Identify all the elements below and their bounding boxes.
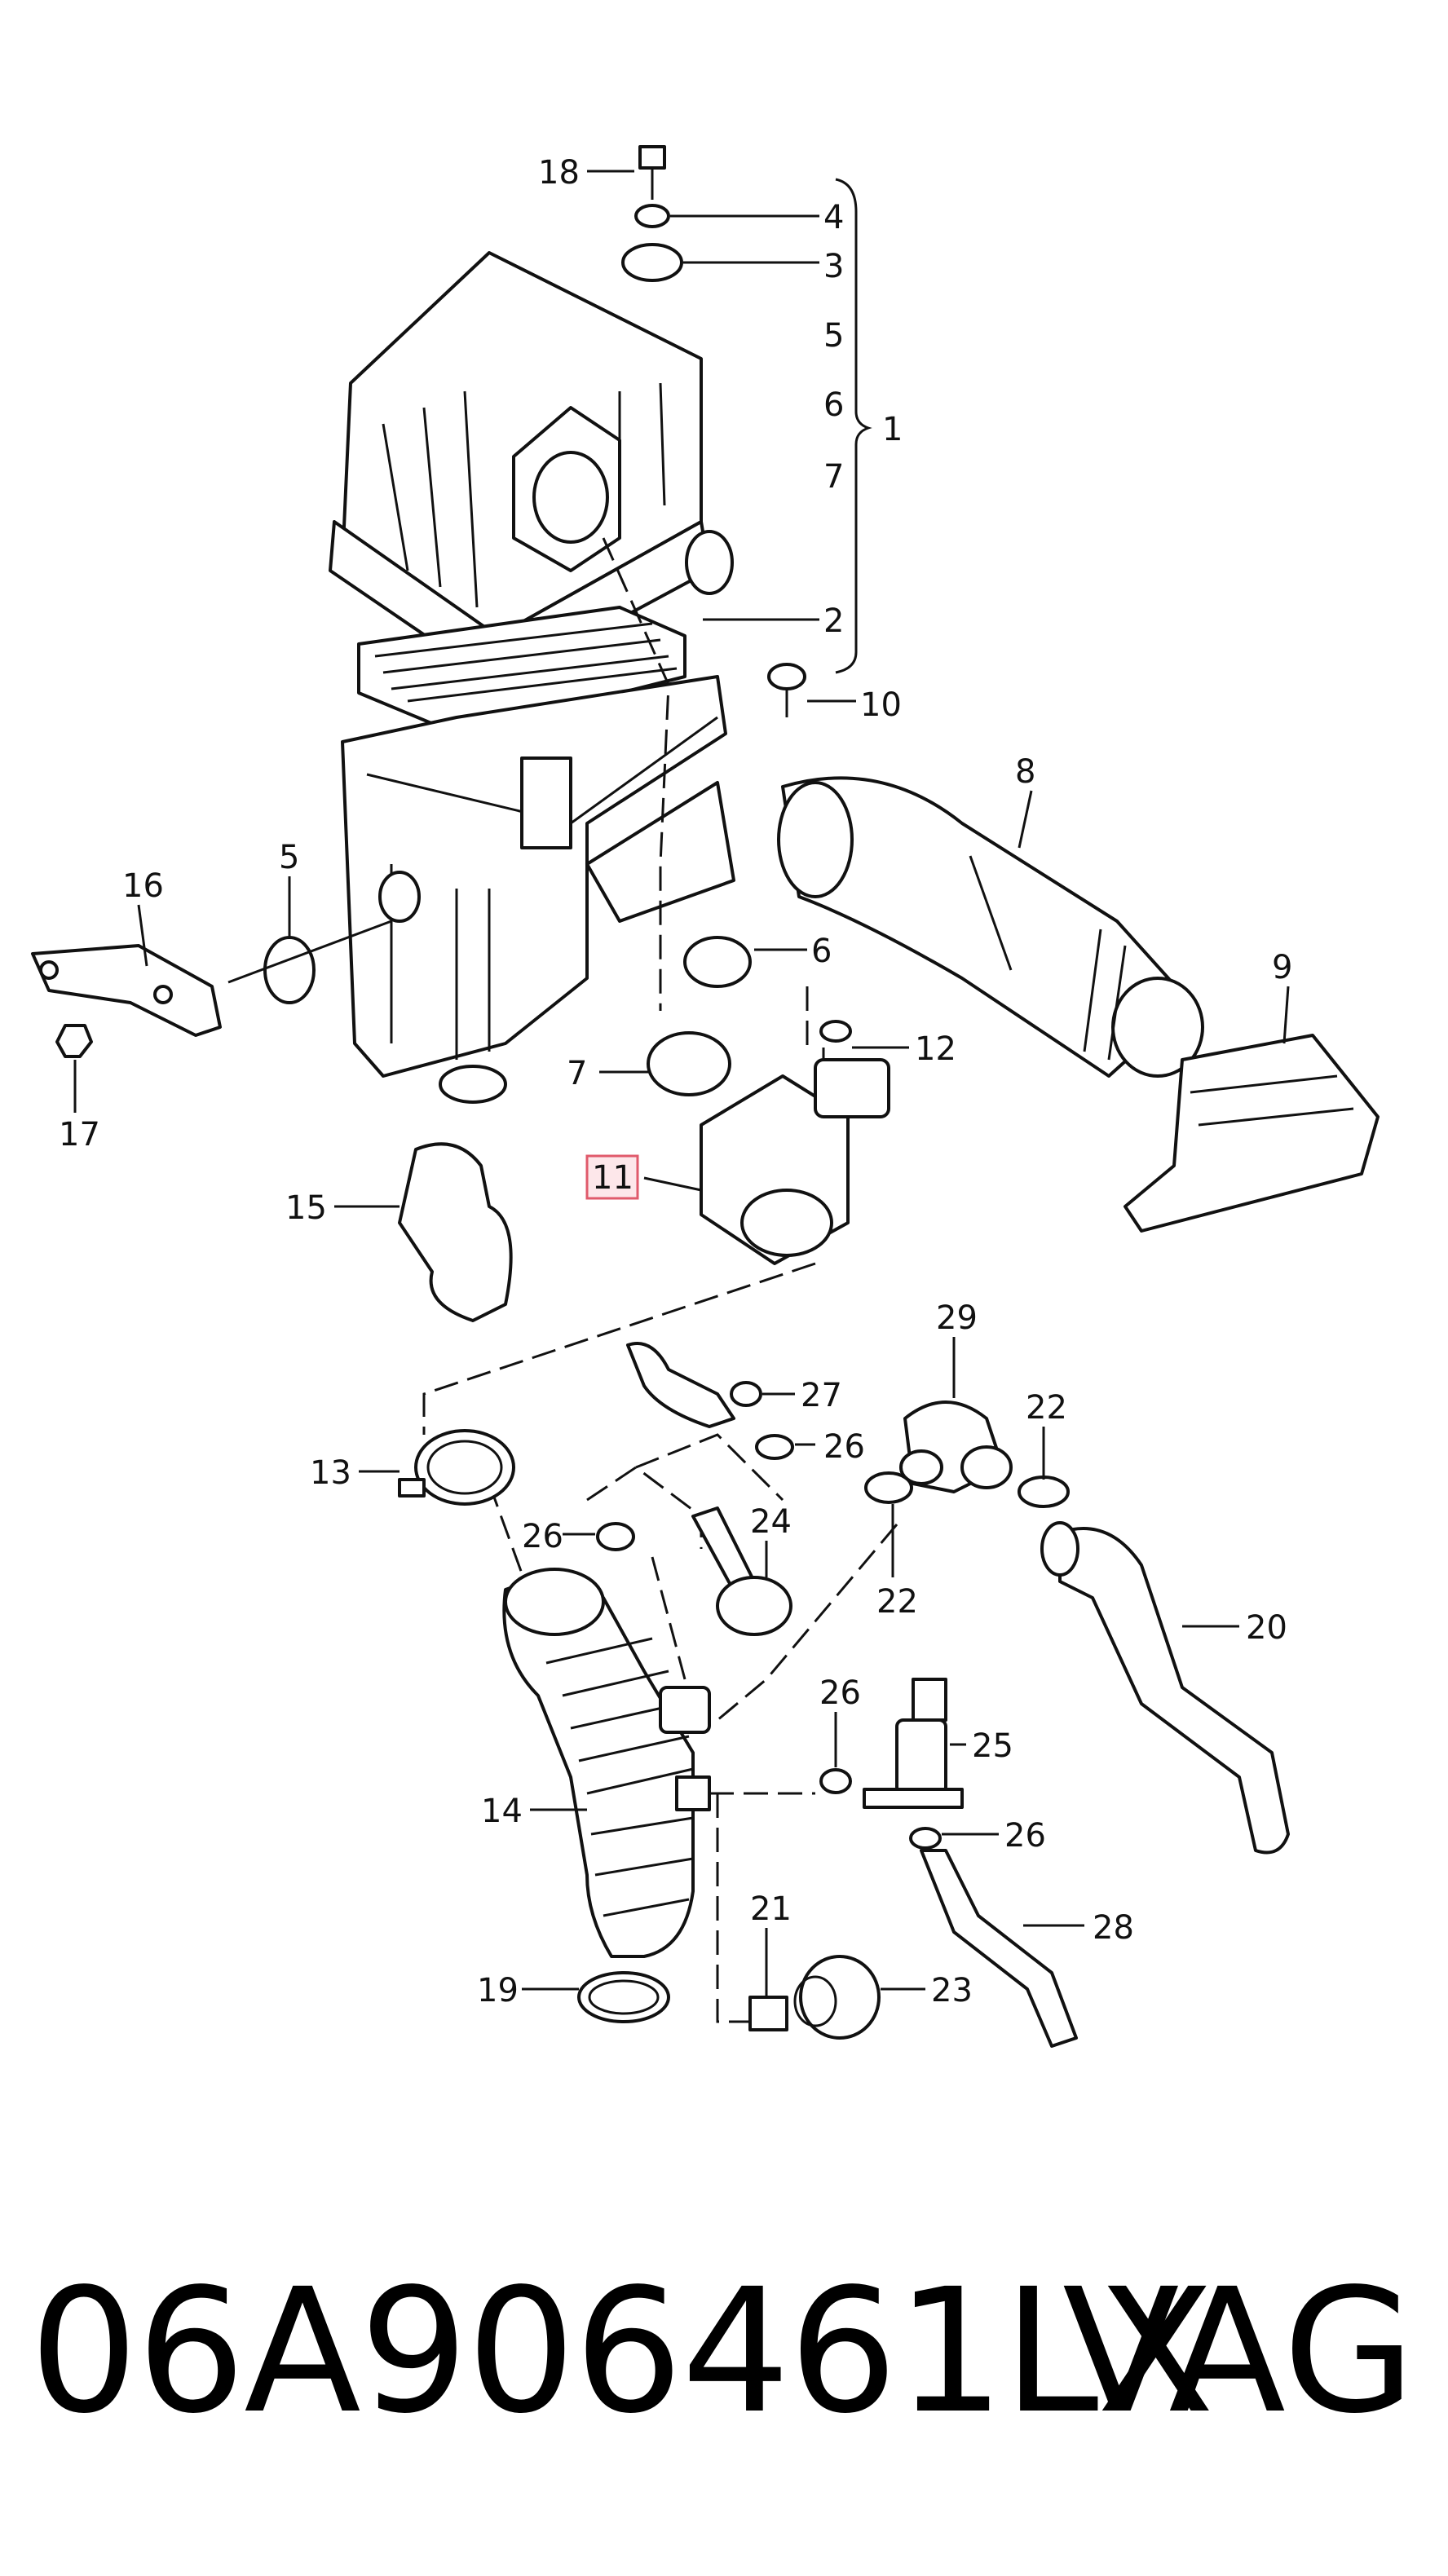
callout-1: 1 — [882, 411, 903, 448]
footer: 06A906461LX VAG — [0, 2266, 1448, 2478]
callout-14: 14 — [481, 1793, 523, 1830]
callout-19: 19 — [477, 1972, 519, 2009]
callout-labels: 18 4 3 5 6 7 1 2 10 8 16 5 6 9 12 7 17 1… — [59, 154, 1292, 2009]
brand-name: VAG — [1062, 2252, 1415, 2451]
clamp-19 — [577, 1971, 670, 2023]
callout-4: 4 — [823, 199, 844, 236]
bolt-18 — [638, 145, 666, 200]
intake-hose-8 — [777, 776, 1204, 1078]
connector-23 — [793, 1955, 881, 2040]
dash-line-upper — [602, 537, 670, 1011]
callout-26-left: 26 — [522, 1518, 563, 1555]
group-brace-1 — [835, 178, 872, 674]
dash-line-to-13 — [422, 1262, 816, 1435]
o-ring-7 — [647, 1031, 731, 1096]
grommet-3 — [621, 243, 683, 282]
flange-11 — [700, 1074, 850, 1265]
callout-6-group: 6 — [823, 386, 844, 424]
callout-25: 25 — [972, 1727, 1013, 1765]
callout-26-mid: 26 — [819, 1674, 861, 1712]
callout-21: 21 — [750, 1890, 792, 1928]
callout-17: 17 — [59, 1116, 100, 1153]
exploded-parts-diagram: 18 4 3 5 6 7 1 2 10 8 16 5 6 9 12 7 17 1… — [31, 145, 1380, 2048]
callout-29: 29 — [936, 1299, 978, 1337]
callout-2: 2 — [823, 602, 844, 640]
dash-line-24 — [651, 1556, 686, 1680]
callout-28: 28 — [1093, 1909, 1134, 1947]
callout-23: 23 — [931, 1972, 973, 2009]
air-filter-lid — [329, 251, 734, 686]
hose-27 — [626, 1342, 762, 1428]
callout-11: 11 — [592, 1159, 634, 1197]
callout-5-group: 5 — [823, 317, 844, 355]
callout-15: 15 — [285, 1189, 327, 1227]
hose-28 — [920, 1849, 1078, 2048]
callout-26-right: 26 — [1004, 1817, 1046, 1855]
filter-element — [357, 606, 686, 735]
clip-21 — [748, 1996, 788, 2031]
dash-line-hose14 — [488, 1483, 523, 1574]
callout-6: 6 — [811, 933, 832, 970]
callout-26-top: 26 — [823, 1428, 865, 1466]
leader-lines — [73, 170, 1290, 1997]
heat-shield-15 — [398, 1142, 513, 1322]
callout-20: 20 — [1246, 1609, 1287, 1647]
air-guide-9 — [1124, 1034, 1380, 1233]
hose-20 — [1040, 1521, 1290, 1855]
valve-25 — [863, 1678, 964, 1809]
callout-16: 16 — [122, 867, 164, 905]
valve-29 — [899, 1400, 1013, 1493]
dash-line-26b — [635, 1433, 784, 1502]
highlight-box-11 — [585, 1154, 639, 1200]
callout-24: 24 — [750, 1503, 792, 1541]
callout-5: 5 — [279, 839, 299, 876]
clip-22a — [1018, 1475, 1070, 1508]
callout-3: 3 — [823, 248, 844, 285]
bolt-12 — [819, 1020, 852, 1043]
clamp-13 — [398, 1429, 515, 1506]
connector-24 — [691, 1506, 792, 1636]
clip-26a — [755, 1434, 794, 1460]
callout-18: 18 — [538, 154, 580, 192]
callout-22-top: 22 — [1026, 1389, 1067, 1427]
clip-26d — [909, 1827, 942, 1850]
part-number: 06A906461LX — [29, 2252, 1214, 2451]
nut-17 — [55, 1024, 93, 1058]
clip-22b — [864, 1471, 913, 1504]
bracket-16 — [31, 944, 222, 1037]
callout-12: 12 — [915, 1030, 956, 1068]
callout-10: 10 — [860, 686, 902, 724]
dash-line-22 — [717, 1524, 898, 1722]
cap-6 — [683, 936, 752, 988]
intake-hose-14 — [502, 1568, 711, 1958]
callout-7-group: 7 — [823, 458, 844, 496]
callout-13: 13 — [310, 1454, 351, 1492]
clip-26b — [596, 1522, 635, 1551]
callout-8: 8 — [1015, 753, 1035, 791]
callout-22: 22 — [876, 1583, 918, 1621]
callout-7: 7 — [567, 1055, 587, 1092]
callout-27: 27 — [801, 1377, 842, 1414]
sensor-12 — [814, 1048, 890, 1118]
callout-9: 9 — [1272, 949, 1292, 986]
mount-5 — [227, 920, 392, 1004]
bolt-10 — [767, 663, 806, 717]
washer-4 — [634, 204, 670, 228]
clip-26c — [819, 1768, 852, 1794]
